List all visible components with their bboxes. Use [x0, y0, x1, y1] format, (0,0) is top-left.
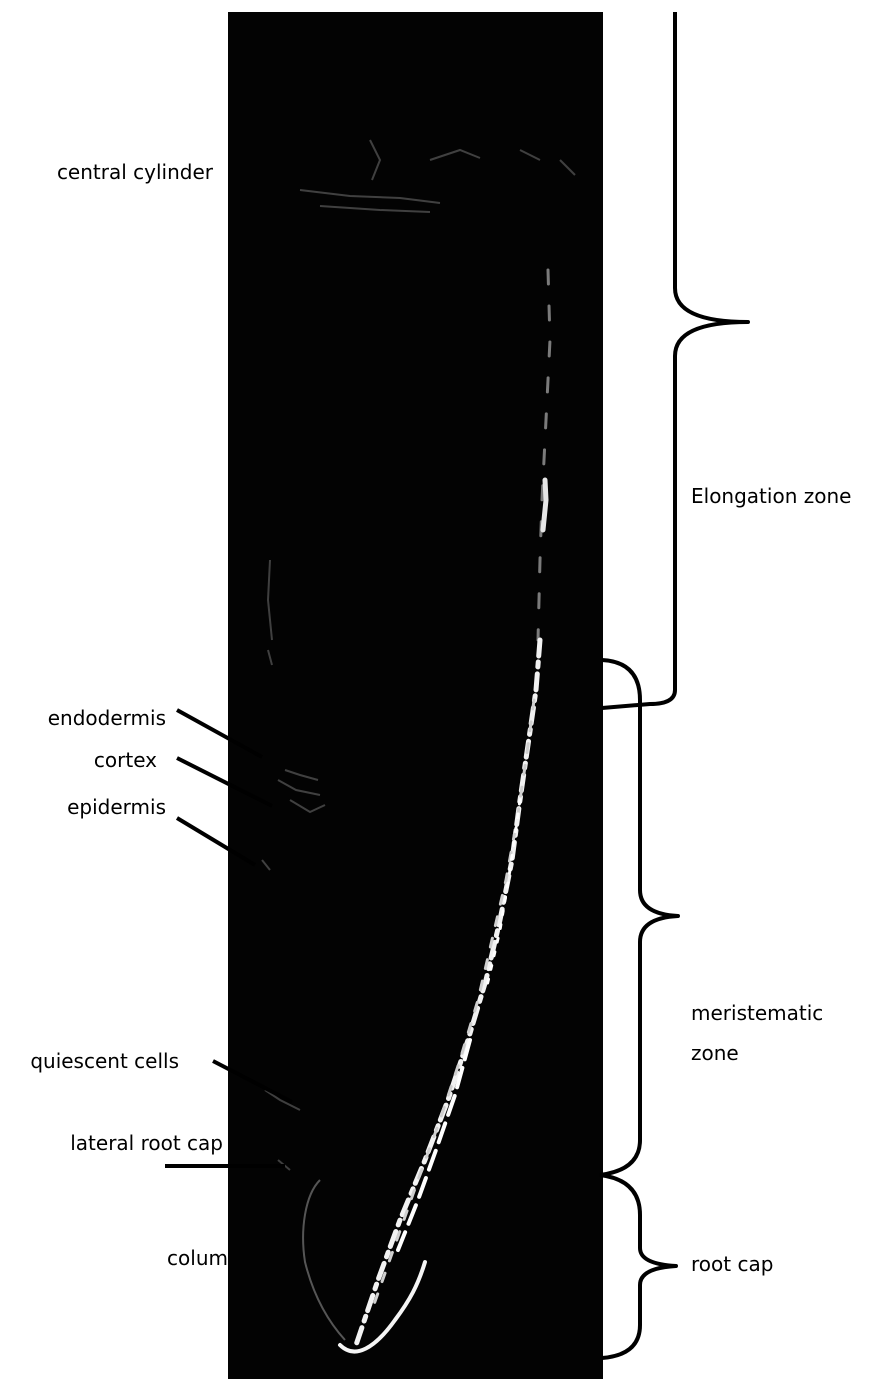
elongation-zone-label: Elongation zone [691, 484, 851, 508]
zone-labels: Elongation zone meristematic zone root c… [691, 484, 851, 1276]
lateral-root-cap-label: lateral root cap [70, 1131, 223, 1155]
epidermis-label: epidermis [67, 795, 166, 819]
central-cylinder-label: central cylinder [57, 160, 214, 184]
micrograph [228, 12, 603, 1379]
root-cap-label: root cap [691, 1252, 773, 1276]
micrograph-background [228, 12, 603, 1379]
root-cap-brace [600, 1175, 676, 1358]
endodermis-label: endodermis [48, 706, 166, 730]
columella-label: colum [167, 1246, 228, 1270]
tissue-labels: central cylinder endodermis cortex epide… [30, 160, 228, 1270]
meristematic-zone-label-line1: meristematic [691, 1001, 823, 1025]
meristematic-zone-brace [600, 660, 678, 1175]
cortex-label: cortex [94, 748, 157, 772]
elongation-zone-brace [602, 12, 748, 708]
quiescent-cells-label: quiescent cells [30, 1049, 179, 1073]
zone-braces [600, 12, 748, 1358]
meristematic-zone-label-line2: zone [691, 1041, 739, 1065]
